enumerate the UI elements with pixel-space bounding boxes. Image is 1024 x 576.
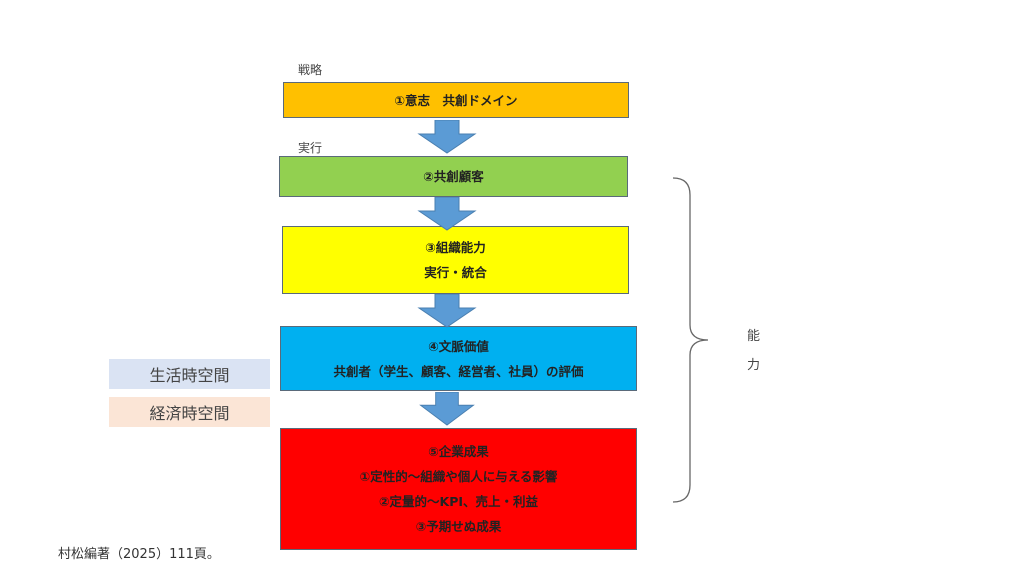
box-corporate-results: ⑤企業成果 ①定性的～組織や個人に与える影響 ②定量的～KPI、売上・利益 ③予…: [280, 428, 637, 550]
box-text: 実行・統合: [424, 265, 487, 280]
box-text: ②共創顧客: [423, 169, 484, 184]
box-text: ④文脈価値: [428, 338, 489, 354]
box-text: ③組織能力: [425, 240, 486, 255]
box-org-capability: ③組織能力 実行・統合: [282, 226, 629, 294]
label-strategy: 戦略: [298, 63, 323, 77]
down-arrow-icon: [417, 294, 477, 328]
box-will-domain: ①意志 共創ドメイン: [283, 82, 629, 118]
right-brace-icon: [672, 177, 709, 503]
box-cocreation-customer: ②共創顧客: [279, 156, 628, 197]
label-execution: 実行: [298, 141, 323, 155]
down-arrow-icon: [419, 392, 475, 426]
citation: 村松編著（2025）111頁。: [58, 547, 220, 562]
box-context-value: ④文脈価値 共創者（学生、顧客、経営者、社員）の評価: [280, 326, 637, 391]
box-text: ①定性的～組織や個人に与える影響: [359, 469, 558, 484]
down-arrow-icon: [417, 197, 477, 231]
down-arrow-icon: [417, 120, 477, 154]
box-text: ⑤企業成果: [428, 444, 489, 459]
box-text: ①意志 共創ドメイン: [394, 92, 518, 108]
brace-label-1: 能: [747, 329, 761, 344]
box-text: ③予期せぬ成果: [415, 519, 502, 534]
brace-label-2: 力: [747, 358, 761, 373]
box-text: 共創者（学生、顧客、経営者、社員）の評価: [333, 363, 584, 379]
box-text: ②定量的～KPI、売上・利益: [378, 494, 539, 509]
economy-space-label: 経済時空間: [109, 397, 270, 427]
life-space-label: 生活時空間: [109, 359, 270, 389]
